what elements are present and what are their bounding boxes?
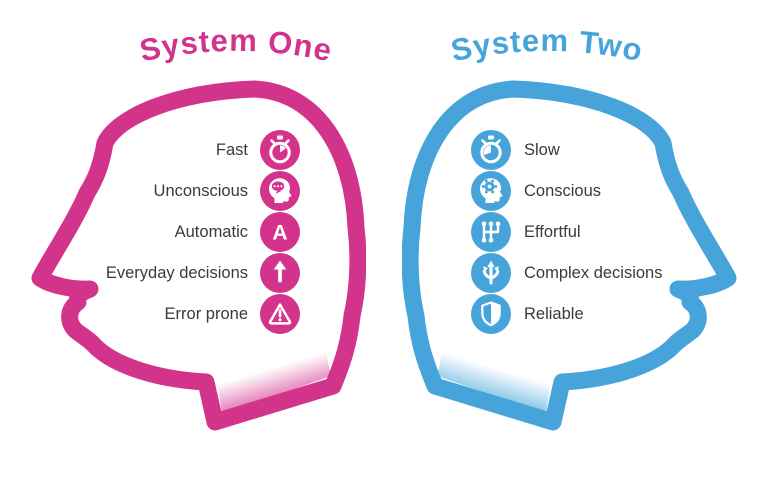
item-label: Conscious (524, 181, 602, 200)
system-one-item-automatic: Automatic A (38, 212, 300, 252)
system-one-item-everyday-decisions: Everyday decisions (38, 253, 300, 293)
head-profile-path (402, 80, 737, 431)
item-label: Slow (524, 140, 560, 159)
system-two-item-slow: Slow (471, 130, 560, 170)
neck-fade-gradient (216, 344, 331, 414)
branching-arrows-icon (471, 253, 511, 293)
up-arrow-icon (260, 253, 300, 293)
stopwatch-icon (260, 130, 300, 170)
svg-text:System Two: System Two (448, 23, 646, 68)
item-label: Effortful (524, 222, 581, 241)
letter-a-icon: A (260, 212, 300, 252)
shield-icon (471, 294, 511, 334)
system-two-item-complex-decisions: Complex decisions (471, 253, 662, 293)
system-two-item-conscious: Conscious (471, 171, 601, 211)
item-label: Error prone (164, 304, 248, 323)
svg-text:A: A (272, 222, 287, 245)
item-label: Everyday decisions (105, 263, 248, 282)
system-one-item-error-prone: Error prone (38, 294, 300, 334)
system-one-title: System One (137, 23, 335, 69)
item-label: Fast (215, 140, 248, 159)
system-two-title-arc: System Two (448, 23, 646, 68)
system-one-head-outline (31, 80, 366, 431)
stopwatch-icon (471, 130, 511, 170)
warning-triangle-icon (260, 294, 300, 334)
system-one-item-unconscious: Unconscious (38, 171, 300, 211)
system-two-head-outline (402, 80, 737, 431)
item-label: Unconscious (153, 181, 248, 200)
svg-text:System One: System One (137, 23, 336, 69)
neck-fade-gradient (437, 344, 552, 414)
system-two-item-effortful: Effortful (471, 212, 581, 252)
item-label: Complex decisions (524, 263, 663, 282)
item-label: Automatic (174, 222, 248, 241)
system-one-item-fast: Fast (38, 130, 300, 170)
gear-shift-icon (471, 212, 511, 252)
head-thought-bubble-icon (260, 171, 300, 211)
system-one-title-arc: System One (137, 23, 336, 69)
system-two-title: System Two (448, 23, 645, 68)
item-label: Reliable (524, 304, 584, 323)
head-profile-path (31, 80, 366, 431)
system-two-item-reliable: Reliable (471, 294, 584, 334)
head-gear-icon (471, 171, 511, 211)
